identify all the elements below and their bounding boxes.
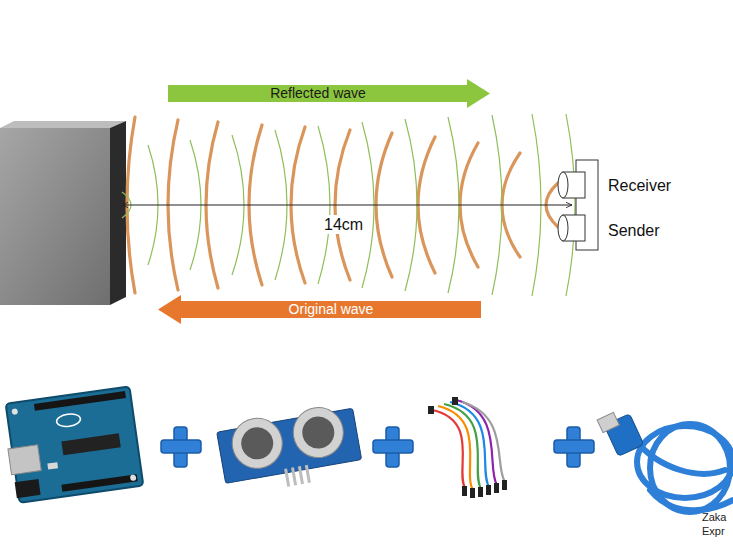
usb-cable — [597, 412, 733, 512]
reflected-wave-fronts — [122, 114, 575, 296]
original-wave-arrow: Original wave — [181, 301, 481, 318]
dimension-label: 14cm — [322, 215, 365, 234]
arrow-label: Reflected wave — [270, 85, 366, 102]
ultrasonic-module — [215, 401, 364, 497]
reflected-wave-arrow: Reflected wave — [168, 85, 468, 102]
ultrasonic-sensor — [558, 160, 598, 250]
arduino-board — [2, 386, 144, 503]
part-label: Sender — [606, 221, 662, 240]
jumper-pins — [428, 397, 507, 498]
watermark: Expr — [700, 525, 727, 538]
obstacle-block — [0, 121, 126, 305]
original-arrow-head — [158, 295, 181, 324]
part-label: Receiver — [606, 176, 673, 195]
dimension-line — [122, 205, 572, 206]
jumper-wires — [432, 400, 505, 490]
watermark: Zaka — [700, 511, 728, 524]
reflected-arrow-head — [467, 79, 490, 108]
arrow-label: Original wave — [289, 301, 374, 318]
